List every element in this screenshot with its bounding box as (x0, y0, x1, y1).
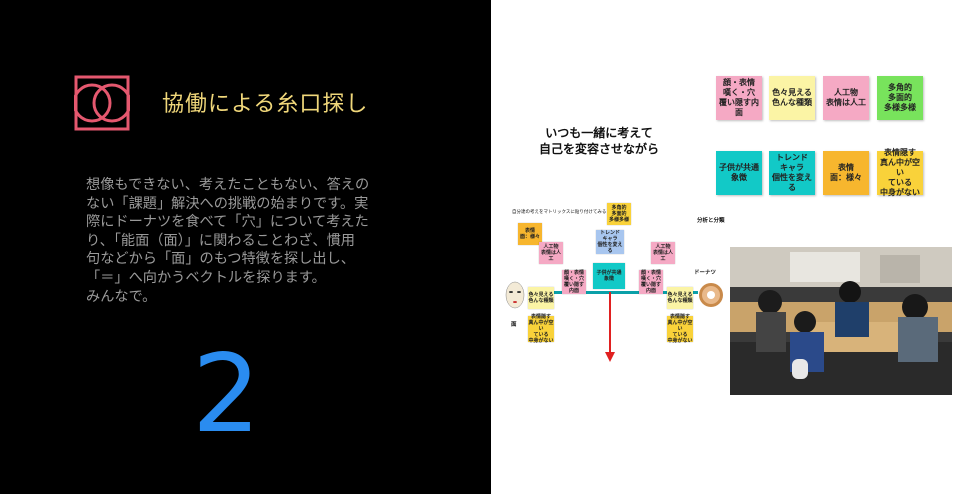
body-line: 想像もできない、考えたこともない、答えの (86, 177, 370, 193)
diagram-note: 顔・表情嘆く・穴覆い隠す内面 (562, 270, 586, 294)
diagram-note: 人工物表情は人工 (651, 242, 675, 264)
mask-label: 面 (511, 322, 517, 328)
sticky-note: 人工物表情は人工 (823, 76, 869, 120)
classroom-photo (730, 247, 952, 395)
logo-icon (74, 75, 130, 131)
diagram-note: 多角的多面的多様多様 (607, 203, 631, 225)
donut-label: ドーナツ (694, 270, 717, 276)
diagram-note: 表情隠す真ん中が空いている中身がない (528, 314, 554, 344)
body-line: 際にドーナツを食べて「穴」について考えた (86, 214, 369, 231)
diagram-note: 表情隠す真ん中が空いている中身がない (667, 314, 693, 344)
left-panel: 協働による糸口探し 想像もできない、考えたこともない、答えの ない「課題」解決へ… (74, 75, 398, 457)
diagram-note: 顔・表情嘆く・穴覆い隠す内面 (639, 270, 663, 294)
matrix-diagram (505, 281, 723, 362)
slide-title: 協働による糸口探し (162, 92, 369, 117)
diagram-note: 色々見える色んな種類 (528, 287, 554, 309)
sticky-note: 顔・表情嘆く・穴覆い隠す内面 (716, 76, 762, 120)
diagram-note: 子供が共通象徴 (593, 263, 625, 289)
body-text: 想像もできない、考えたこともない、答えの ない「課題」解決への挑戦の始まりです。… (86, 176, 398, 306)
sticky-note: 子供が共通象徴 (716, 151, 762, 195)
diagram-note: 色々見える色んな種類 (667, 287, 693, 309)
diagram-note: 人工物表情は人工 (539, 242, 563, 264)
diagram-note: トレンドキャラ個性を変える (596, 230, 624, 254)
sticky-note: 表情面：様々 (823, 151, 869, 195)
sticky-note: 色々見える色んな種類 (769, 76, 815, 120)
body-line: り、「能面（面）」に関わることわざ、慣用 (86, 232, 355, 249)
sticky-note: 多角的多面的多様多様 (877, 76, 923, 120)
body-line: みんなで。 (86, 288, 157, 305)
body-line: 「＝」へ向かうベクトルを探ります。 (86, 269, 326, 286)
diagram-note: 表情面：様々 (518, 223, 542, 245)
body-line: ない「課題」解決への挑戦の始まりです。実 (86, 195, 369, 212)
analysis-label: 分析と分類 (697, 218, 725, 224)
sticky-note: 表情隠す真ん中が空いている中身がない (877, 148, 923, 197)
step-number: 2 (192, 332, 261, 457)
body-line: 句などから「面」のもつ特徴を探し出し、 (86, 251, 355, 268)
board-heading: いつも一緒に考えて 自己を変容させながら (538, 126, 659, 156)
sticky-note: トレンドキャラ個性を変える (769, 151, 815, 195)
diagram-caption: 自分達の考えをマトリックスに貼り付けてみる (512, 210, 607, 215)
